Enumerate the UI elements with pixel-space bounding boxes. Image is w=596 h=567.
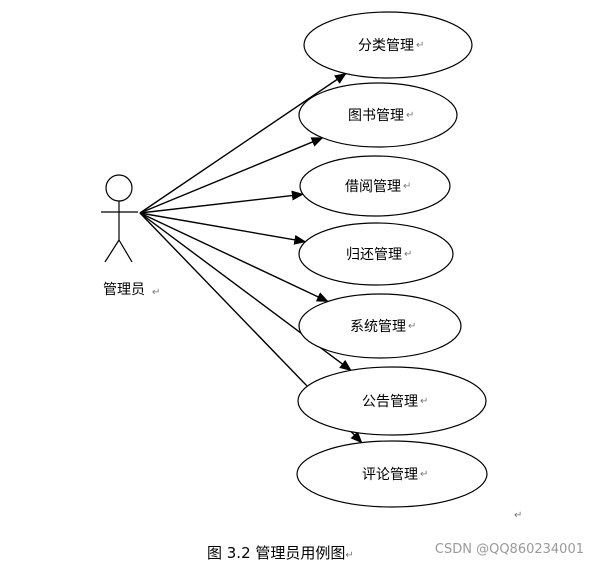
use-case-label: 借阅管理 xyxy=(345,179,401,195)
association-arrow xyxy=(139,72,347,214)
use-case-label: 公告管理 xyxy=(362,394,418,410)
use-case-label-mark: ↵ xyxy=(403,181,411,192)
use-case-label: 图书管理 xyxy=(348,108,404,124)
use-case: 分类管理↵ xyxy=(303,11,473,79)
actor-figure xyxy=(101,174,138,263)
use-case-label-mark: ↵ xyxy=(406,110,414,121)
use-case: 公告管理↵ xyxy=(297,366,487,436)
use-case-ellipse xyxy=(296,440,488,508)
use-case-group: 分类管理↵图书管理↵借阅管理↵归还管理↵系统管理↵公告管理↵评论管理↵ xyxy=(296,11,488,508)
use-case: 归还管理↵ xyxy=(298,222,454,286)
use-case-label: 归还管理 xyxy=(346,246,402,263)
caption-mark: ↵ xyxy=(345,550,354,561)
association-arrow xyxy=(139,190,304,214)
association-arrow xyxy=(139,137,324,214)
actor-label: 管理员 xyxy=(103,282,145,298)
association-arrow xyxy=(139,212,329,303)
use-case-label-mark: ↵ xyxy=(420,469,428,480)
actor-left-leg xyxy=(104,239,120,263)
actor-label-mark: ↵ xyxy=(152,287,160,298)
use-case-label-mark: ↵ xyxy=(416,40,424,51)
actor-right-leg xyxy=(118,239,133,263)
caption-text: 图 3.2 管理员用例图 xyxy=(207,544,346,562)
figure-caption: 图 3.2 管理员用例图↵ xyxy=(207,542,354,563)
use-case-ellipse xyxy=(298,82,458,148)
use-case-ellipse xyxy=(299,155,451,217)
watermark: CSDN @QQ860234001 xyxy=(434,542,584,557)
use-case-ellipse xyxy=(303,11,473,79)
actor-head xyxy=(105,174,133,202)
use-case-label: 评论管理 xyxy=(362,467,418,483)
use-case: 系统管理↵ xyxy=(298,293,462,359)
use-case-ellipse xyxy=(298,222,454,286)
use-case-ellipse xyxy=(298,293,462,359)
use-case-ellipse xyxy=(297,366,487,436)
association-arrow xyxy=(139,212,307,245)
use-case-label: 分类管理 xyxy=(358,38,414,54)
use-case-label-mark: ↵ xyxy=(408,321,416,332)
use-case: 借阅管理↵ xyxy=(299,155,451,217)
use-case: 评论管理↵ xyxy=(296,440,488,508)
use-case-label: 系统管理 xyxy=(350,319,406,335)
use-case-label-mark: ↵ xyxy=(420,396,428,407)
stray-paragraph-mark: ↵ xyxy=(514,510,522,521)
use-case: 图书管理↵ xyxy=(298,82,458,148)
use-case-label-mark: ↵ xyxy=(404,249,412,260)
